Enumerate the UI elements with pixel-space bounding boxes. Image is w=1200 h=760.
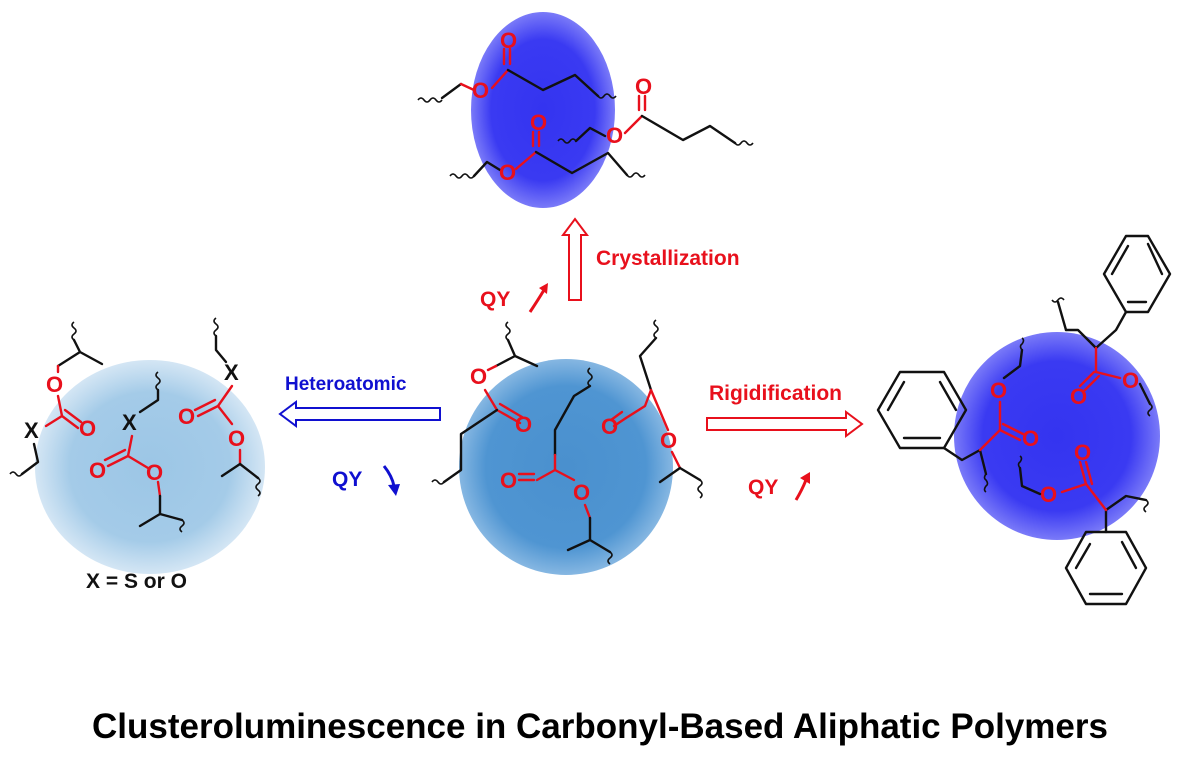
oxygen-atom: O <box>228 426 245 451</box>
figure-title: Clusteroluminescence in Carbonyl-Based A… <box>92 707 1108 746</box>
hetero-atom-x: X <box>24 418 39 443</box>
phenyl-ring <box>876 370 968 450</box>
hetero-atom-x: X <box>122 410 137 435</box>
heteroatomic-label: Heteroatomic <box>285 374 407 395</box>
cluster-glow-heteroatomic <box>35 360 265 574</box>
oxygen-atom: O <box>500 468 517 493</box>
oxygen-atom: O <box>606 123 623 148</box>
oxygen-atom: O <box>79 416 96 441</box>
oxygen-atom: O <box>146 460 163 485</box>
increase-arrow-icon <box>528 283 548 313</box>
heteroatomic-arrow <box>278 400 441 428</box>
oxygen-atom: O <box>46 372 63 397</box>
rigidification-arrow <box>706 410 864 438</box>
oxygen-atom: O <box>178 404 195 429</box>
decrease-arrow-icon <box>382 465 400 496</box>
aliphatic-polyester-cluster: O O O O O O <box>431 319 703 565</box>
cluster-glow-center <box>459 359 673 575</box>
phenyl-ring <box>1064 530 1148 606</box>
heteroatomic-cluster: O O X X O O X O O <box>9 317 261 533</box>
oxygen-atom: O <box>635 74 652 99</box>
oxygen-atom: O <box>499 160 516 185</box>
oxygen-atom: O <box>990 378 1007 403</box>
oxygen-atom: O <box>470 364 487 389</box>
crystallization-label: Crystallization <box>596 247 740 270</box>
phenyl-ring <box>1102 234 1172 314</box>
cluster-glow-rigidified <box>954 332 1160 540</box>
oxygen-atom: O <box>573 480 590 505</box>
rigidification-label: Rigidification <box>709 382 842 405</box>
oxygen-atom: O <box>1022 426 1039 451</box>
rigidified-cluster: O O O O O O <box>876 234 1172 606</box>
oxygen-atom: O <box>500 28 517 53</box>
oxygen-atom: O <box>1122 368 1139 393</box>
oxygen-atom: O <box>515 412 532 437</box>
crystallized-polyester: O O O O O O <box>417 28 754 185</box>
oxygen-atom: O <box>89 458 106 483</box>
oxygen-atom: O <box>1040 482 1057 507</box>
cluster-glow-crystallized <box>471 12 615 208</box>
qy-heteroatomic-label: QY <box>332 468 362 491</box>
crystallization-arrow <box>561 217 589 301</box>
oxygen-atom: O <box>660 428 677 453</box>
qy-rigidification-label: QY <box>748 476 778 499</box>
increase-arrow-icon <box>794 472 810 501</box>
oxygen-atom: O <box>601 414 618 439</box>
hetero-atom-x: X <box>224 360 239 385</box>
qy-crystallization-label: QY <box>480 288 510 311</box>
oxygen-atom: O <box>530 110 547 135</box>
oxygen-atom: O <box>1070 384 1087 409</box>
x-definition-label: X = S or O <box>86 570 187 593</box>
oxygen-atom: O <box>1074 440 1091 465</box>
oxygen-atom: O <box>472 78 489 103</box>
